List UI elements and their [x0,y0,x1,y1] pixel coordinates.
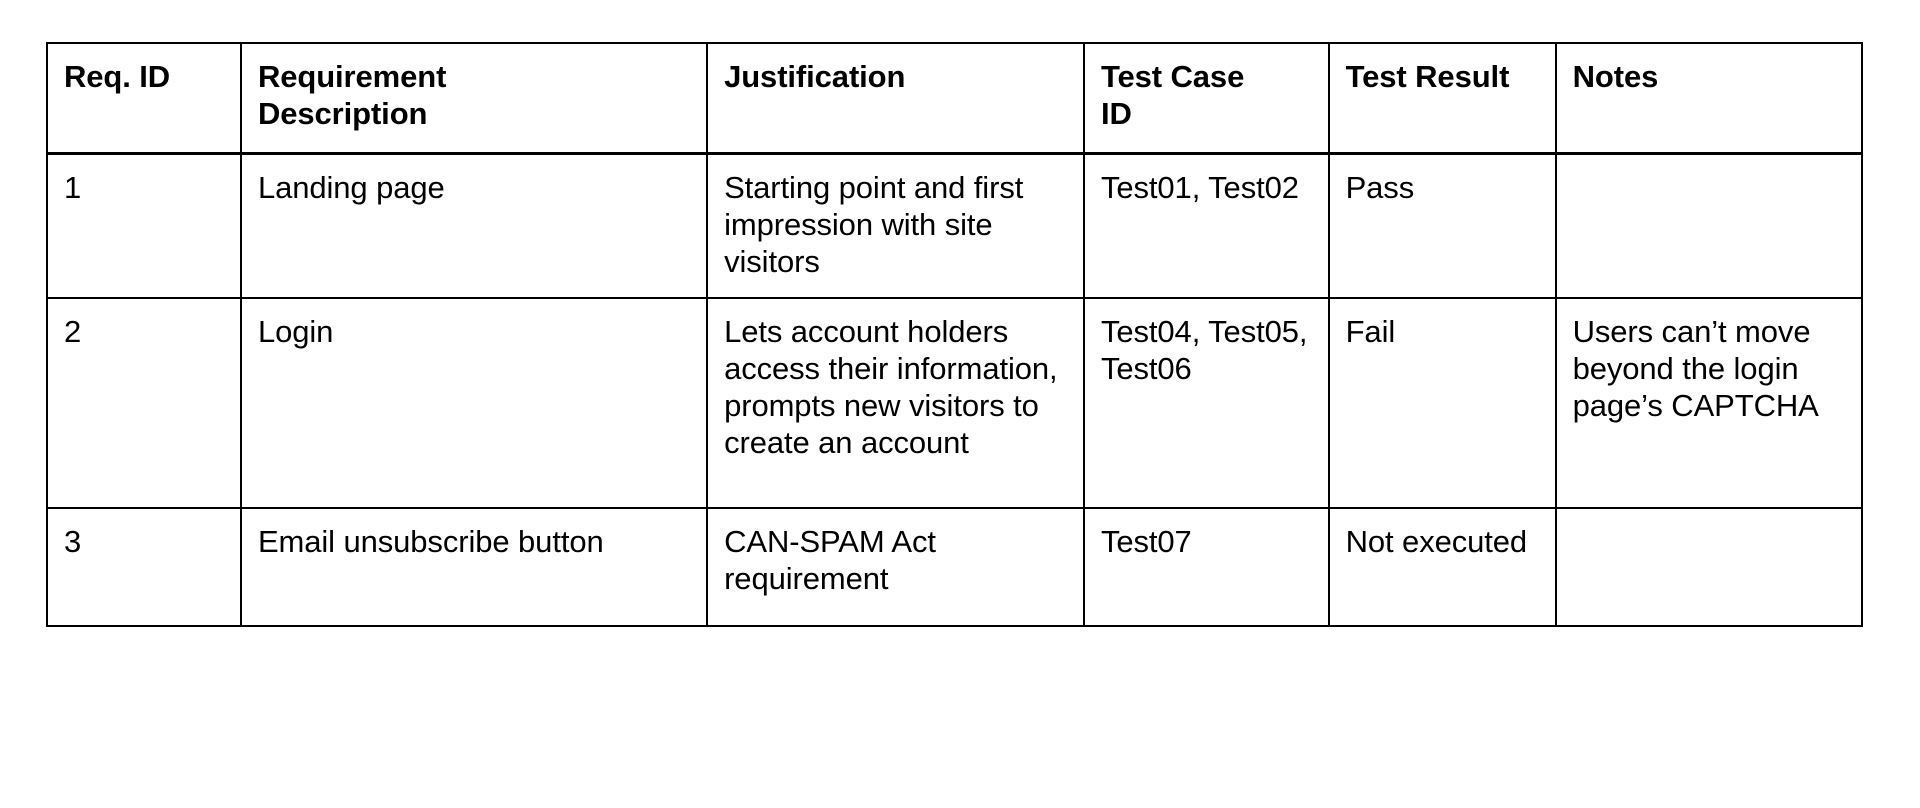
req-id-value: 1 [64,170,82,205]
test-result-value: Not executed [1345,523,1528,559]
cell-test-case-id: Test07 [1082,506,1330,627]
column-header-req-id: Req. ID [46,42,242,155]
column-header-req-id-label: Req. ID [64,59,171,94]
test-result-value: Fail [1345,313,1396,349]
req-id-value: 2 [64,313,82,349]
table-body: 1 Landing page Starting point and first … [46,152,1864,627]
cell-req-id: 3 [46,506,242,627]
table-row: 2 Login Lets account holders access thei… [46,296,1864,509]
cell-test-result: Fail [1327,296,1557,509]
test-case-id-value: Test07 [1100,523,1192,559]
column-header-justification: Justification [706,42,1085,155]
justification-value: Starting point and first impression with… [724,170,1024,280]
column-header-notes: Notes [1554,42,1864,155]
notes-value: Users can’t move beyond the login page’s… [1572,313,1819,423]
cell-justification: Lets account holders access their inform… [706,296,1085,509]
cell-notes: Users can’t move beyond the login page’s… [1554,296,1864,509]
table-header-row: Req. ID Requirement Description Justific… [46,42,1864,155]
cell-requirement-description: Login [239,296,709,509]
test-case-id-value: Test04, Test05, Test06 [1100,313,1308,386]
cell-req-id: 1 [46,152,242,299]
cell-test-case-id: Test01, Test02 [1082,152,1330,299]
cell-req-id: 2 [46,296,242,509]
cell-test-case-id: Test04, Test05, Test06 [1082,296,1330,509]
table-row: 3 Email unsubscribe button CAN-SPAM Act … [46,506,1864,627]
column-header-test-result-label: Test Result [1345,59,1510,94]
column-header-requirement-description: Requirement Description [239,42,709,155]
cell-test-result: Pass [1327,152,1557,299]
table-header: Req. ID Requirement Description Justific… [46,42,1864,155]
cell-test-result: Not executed [1327,506,1557,627]
cell-notes [1554,506,1864,627]
req-id-value: 3 [64,523,82,559]
requirements-traceability-table: Req. ID Requirement Description Justific… [46,42,1864,627]
column-header-notes-label: Notes [1572,59,1659,94]
column-header-test-case-id: Test Case ID [1082,42,1330,155]
column-header-test-result: Test Result [1327,42,1557,155]
test-case-id-value: Test01, Test02 [1100,170,1299,205]
cell-justification: CAN-SPAM Act requirement [706,506,1085,627]
requirement-description-value: Email unsubscribe button [257,523,604,559]
requirement-description-value: Landing page [257,170,445,205]
cell-justification: Starting point and first impression with… [706,152,1085,299]
table-row: 1 Landing page Starting point and first … [46,152,1864,299]
justification-value: Lets account holders access their inform… [724,313,1058,461]
test-result-value: Pass [1345,170,1415,205]
column-header-requirement-description-label: Requirement Description [257,59,447,132]
requirement-description-value: Login [257,313,334,349]
justification-value: CAN-SPAM Act requirement [724,523,936,596]
cell-notes [1554,152,1864,299]
column-header-justification-label: Justification [724,59,906,94]
cell-requirement-description: Email unsubscribe button [239,506,709,627]
column-header-test-case-id-label: Test Case ID [1100,59,1245,132]
cell-requirement-description: Landing page [239,152,709,299]
